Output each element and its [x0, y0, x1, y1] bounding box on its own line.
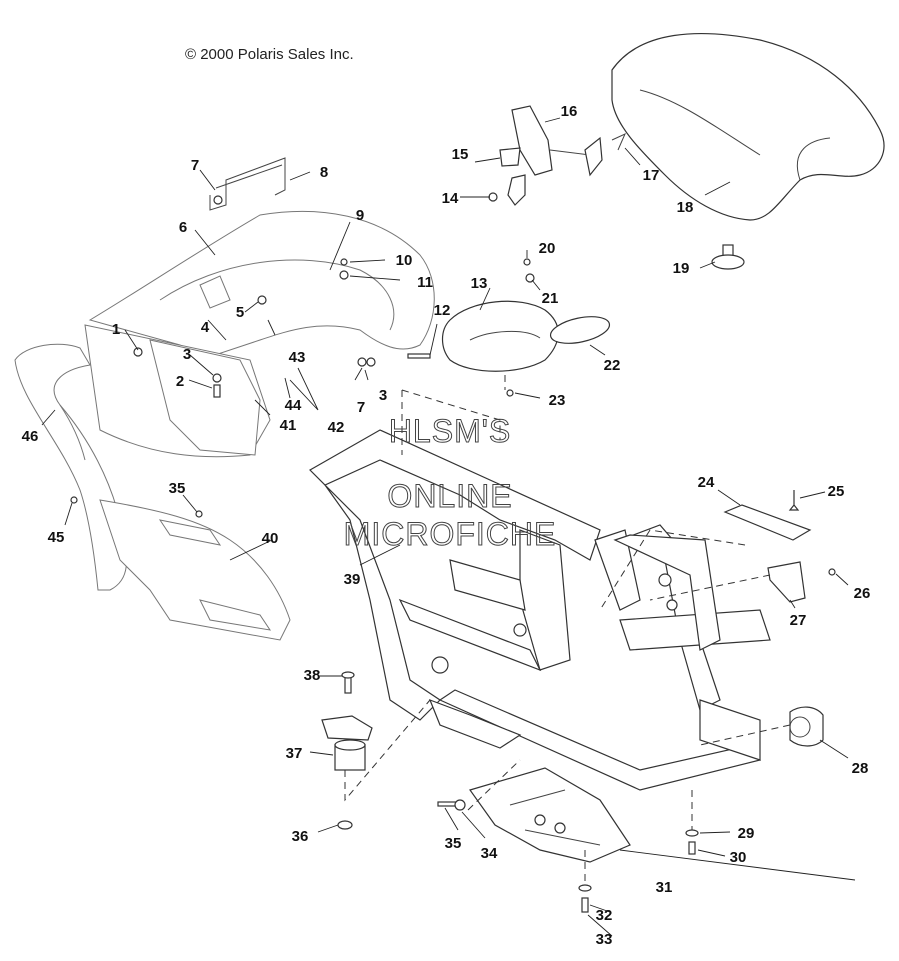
callout-22: 22 [604, 357, 621, 374]
callout-3b: 3 [379, 387, 387, 404]
seat-latch [488, 105, 626, 206]
callout-2: 2 [176, 373, 184, 390]
callout-25: 25 [828, 483, 845, 500]
main-frame [309, 429, 771, 791]
callout-3: 3 [183, 346, 191, 363]
motor-mount [321, 715, 373, 771]
skid-plate [469, 767, 631, 863]
callout-5: 5 [236, 304, 244, 321]
callout-20: 20 [539, 240, 556, 257]
callout-29: 29 [738, 825, 755, 842]
callout-40: 40 [262, 530, 279, 547]
callout-18: 18 [677, 199, 694, 216]
bracket-27 [767, 561, 806, 603]
watermark: HLSM'S ONLINE MICROFICHE [343, 413, 557, 553]
callout-35b: 35 [445, 835, 462, 852]
assembly-lines [344, 375, 791, 885]
callouts: 1 2 3 3 4 5 6 7 7 8 9 10 11 12 13 14 15 … [22, 103, 871, 948]
callout-10: 10 [396, 252, 413, 269]
callout-45: 45 [48, 529, 65, 546]
callout-43: 43 [289, 349, 306, 366]
bracket-24 [723, 504, 812, 541]
watermark-line-3: MICROFICHE [344, 516, 557, 552]
callout-33: 33 [596, 931, 613, 948]
callout-1: 1 [112, 321, 120, 338]
copyright-notice: © 2000 Polaris Sales Inc. [185, 46, 354, 63]
callout-28: 28 [852, 760, 869, 777]
seat-bumper [711, 244, 745, 270]
callout-46: 46 [22, 428, 39, 445]
watermark-line-2: ONLINE [387, 478, 512, 514]
watermark-line-1: HLSM'S [389, 413, 511, 449]
callout-44: 44 [285, 397, 302, 414]
floor-board [99, 499, 291, 641]
callout-14: 14 [442, 190, 459, 207]
storage-cover [441, 300, 559, 372]
callout-35: 35 [169, 480, 186, 497]
rear-fender [84, 210, 435, 458]
callout-37: 37 [286, 745, 303, 762]
fender-panel [149, 339, 261, 456]
callout-31: 31 [656, 879, 673, 896]
callout-23: 23 [549, 392, 566, 409]
callout-34: 34 [481, 845, 498, 862]
end-cap [789, 706, 824, 747]
callout-39: 39 [344, 571, 361, 588]
callout-42: 42 [328, 419, 345, 436]
callout-13: 13 [471, 275, 488, 292]
callout-24: 24 [698, 474, 715, 491]
callout-26: 26 [854, 585, 871, 602]
hardware [70, 195, 836, 913]
callout-11: 11 [417, 274, 433, 291]
rear-rack-bracket [209, 157, 286, 211]
callout-9: 9 [356, 207, 364, 224]
seat [611, 32, 885, 221]
callout-21: 21 [542, 290, 559, 307]
callout-38: 38 [304, 667, 321, 684]
callout-27: 27 [790, 612, 807, 629]
callout-15: 15 [452, 146, 469, 163]
callout-8: 8 [320, 164, 328, 181]
cover-pad [549, 316, 611, 344]
callout-7b: 7 [357, 399, 365, 416]
callout-30: 30 [730, 849, 747, 866]
callout-6: 6 [179, 219, 187, 236]
callout-12: 12 [434, 302, 451, 319]
callout-4: 4 [201, 319, 210, 336]
callout-36: 36 [292, 828, 309, 845]
leader-lines [41, 117, 856, 937]
callout-19: 19 [673, 260, 690, 277]
callout-16: 16 [561, 103, 578, 120]
callout-17: 17 [643, 167, 660, 184]
callout-32: 32 [596, 907, 613, 924]
callout-7: 7 [191, 157, 199, 174]
callout-41: 41 [280, 417, 297, 434]
